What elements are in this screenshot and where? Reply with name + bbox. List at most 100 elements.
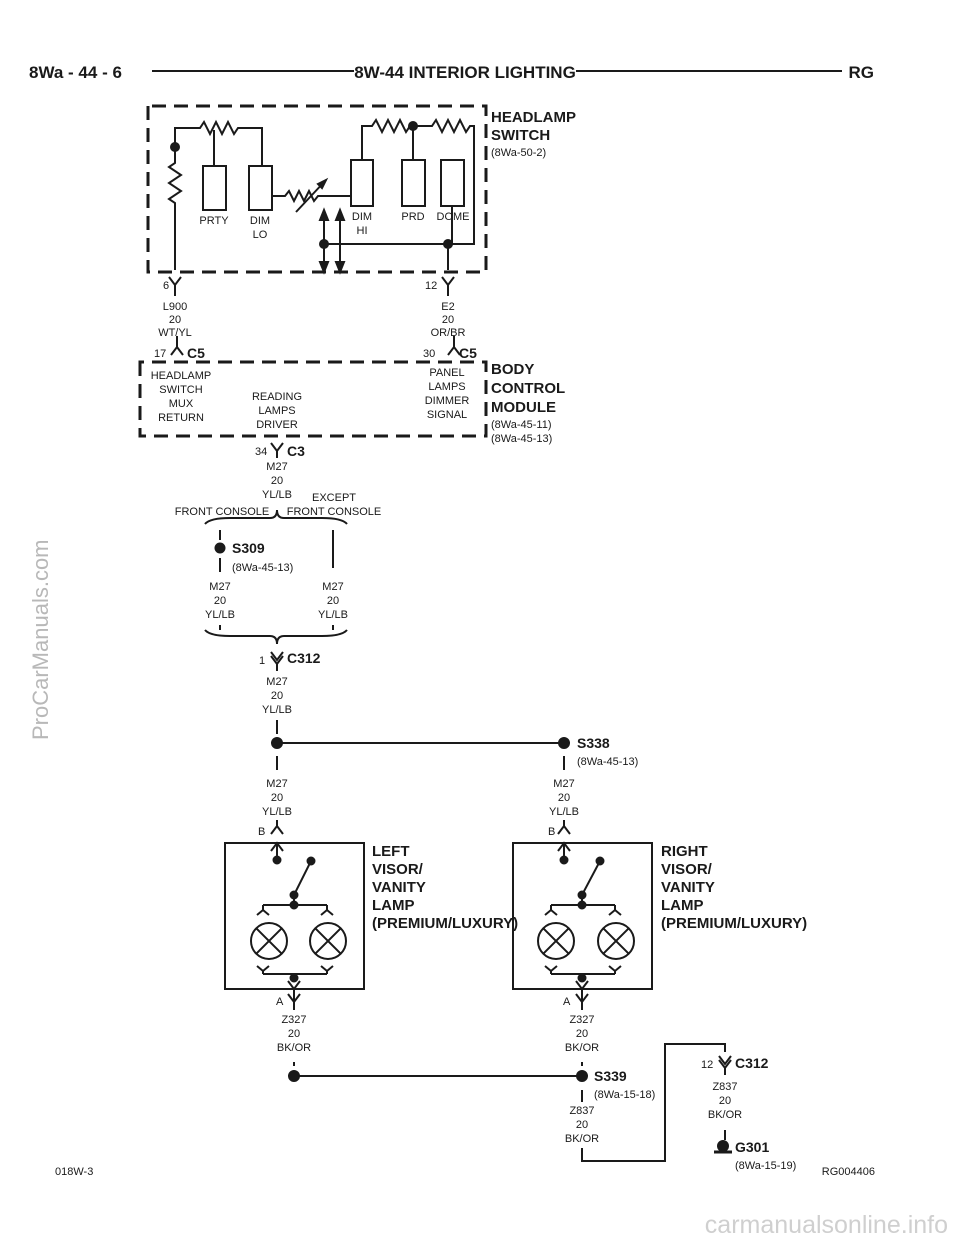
pin-17: 17 (154, 348, 166, 360)
header-title: 8W-44 INTERIOR LIGHTING (354, 63, 576, 82)
wire-m27-e-color: YL/LB (262, 806, 292, 818)
bcm-ref-1: (8Wa-45-11) (491, 419, 552, 431)
bcm-right-label-4: SIGNAL (427, 409, 467, 421)
wire-l900-code: L900 (163, 301, 187, 313)
pin-30: 30 (423, 348, 435, 360)
dim-lo-label-1: DIM (250, 215, 270, 227)
connector-c5-left: C5 (187, 345, 205, 361)
header-left: 8Wa - 44 - 6 (29, 63, 122, 82)
right-lamp-pin-a: A (563, 996, 571, 1008)
ground-g301-ref: (8Wa-15-19) (735, 1160, 796, 1172)
left-lamp-name-2: VISOR/ (372, 861, 424, 878)
bcm-ref-2: (8Wa-45-13) (491, 433, 552, 445)
connector-c3: C3 (287, 443, 305, 459)
wire-m27-e-gauge: 20 (271, 792, 283, 804)
splice-s339-ref: (8Wa-15-18) (594, 1089, 655, 1101)
connector-c5-right: C5 (459, 345, 477, 361)
prty-label: PRTY (199, 215, 229, 227)
bcm-name-1: BODY (491, 361, 534, 378)
bcm-mid-label-2: LAMPS (258, 405, 295, 417)
wire-z837-a-gauge: 20 (576, 1119, 588, 1131)
splice-s339: S339 (594, 1068, 627, 1084)
right-lamp-name-3: VANITY (661, 879, 715, 896)
bcm-left-label-4: RETURN (158, 412, 204, 424)
wire-m27-a-gauge: 20 (271, 475, 283, 487)
bottom-watermark: carmanualsonline.info (705, 1211, 948, 1239)
wire-z327-r-gauge: 20 (576, 1028, 588, 1040)
wire-m27-d-gauge: 20 (271, 690, 283, 702)
wire-z837-b-gauge: 20 (719, 1095, 731, 1107)
prd-label: PRD (401, 211, 424, 223)
left-lamp-name-5: (PREMIUM/LUXURY) (372, 915, 518, 932)
wire-z327-l-gauge: 20 (288, 1028, 300, 1040)
left-lamp-name-4: LAMP (372, 897, 415, 914)
bcm-right-label-3: DIMMER (425, 395, 470, 407)
wire-e2-gauge: 20 (442, 314, 454, 326)
bcm-name-2: CONTROL (491, 380, 565, 397)
left-lamp-name-3: VANITY (372, 879, 426, 896)
wire-z327-l-color: BK/OR (277, 1042, 311, 1054)
wire-m27-c-gauge: 20 (327, 595, 339, 607)
wire-z837-b-color: BK/OR (708, 1109, 742, 1121)
pin-1: 1 (259, 655, 265, 667)
wire-m27-f-color: YL/LB (549, 806, 579, 818)
left-lamp-pin-a: A (276, 996, 284, 1008)
wire-l900-color: WT/YL (158, 327, 192, 339)
footer-right-code: RG004406 (822, 1166, 875, 1178)
wire-m27-f-gauge: 20 (558, 792, 570, 804)
header-right: RG (849, 63, 875, 82)
wire-m27-a-color: YL/LB (262, 489, 292, 501)
left-lamp-name-1: LEFT (372, 843, 410, 860)
wire-z327-r-color: BK/OR (565, 1042, 599, 1054)
splice-s338: S338 (577, 735, 610, 751)
dim-lo-label-2: LO (253, 229, 268, 241)
wire-z327-l-code: Z327 (281, 1014, 306, 1026)
wire-z327-r-code: Z327 (569, 1014, 594, 1026)
pin-34: 34 (255, 446, 267, 458)
option-front-console: FRONT CONSOLE (175, 506, 270, 518)
dome-label: DOME (437, 211, 470, 223)
pin-6: 6 (163, 280, 169, 292)
splice-s309-ref: (8Wa-45-13) (232, 562, 293, 574)
wire-m27-f-code: M27 (553, 778, 574, 790)
bcm-mid-label-1: READING (252, 391, 302, 403)
splice-s309: S309 (232, 540, 265, 556)
bcm-mid-label-3: DRIVER (256, 419, 298, 431)
bcm-name-3: MODULE (491, 399, 556, 416)
side-watermark: ProCarManuals.com (28, 539, 53, 740)
bcm-right-label-2: LAMPS (428, 381, 465, 393)
dim-hi-label-1: DIM (352, 211, 372, 223)
right-lamp-pin-b: B (548, 826, 555, 838)
right-lamp-name-5: (PREMIUM/LUXURY) (661, 915, 807, 932)
wire-z837-b-code: Z837 (712, 1081, 737, 1093)
wire-m27-a-code: M27 (266, 461, 287, 473)
footer-left-code: 018W-3 (55, 1166, 93, 1178)
bcm-right-label-1: PANEL (429, 367, 464, 379)
bcm-left-label-3: MUX (169, 398, 194, 410)
wire-m27-d-code: M27 (266, 676, 287, 688)
dim-hi-label-2: HI (357, 225, 368, 237)
connector-c312-top: C312 (287, 650, 321, 666)
wire-m27-e-code: M27 (266, 778, 287, 790)
pin-12: 12 (425, 280, 437, 292)
wire-m27-b-gauge: 20 (214, 595, 226, 607)
option-except-1: EXCEPT (312, 492, 356, 504)
wire-m27-b-color: YL/LB (205, 609, 235, 621)
connector-c312-bottom: C312 (735, 1055, 769, 1071)
right-lamp-name-4: LAMP (661, 897, 704, 914)
wire-z837-a-color: BK/OR (565, 1133, 599, 1145)
pin-12-c312: 12 (701, 1059, 713, 1071)
right-lamp-name-2: VISOR/ (661, 861, 713, 878)
headlamp-switch-ref: (8Wa-50-2) (491, 147, 546, 159)
ground-g301: G301 (735, 1139, 769, 1155)
bcm-left-label-2: SWITCH (159, 384, 202, 396)
splice-s338-ref: (8Wa-45-13) (577, 756, 638, 768)
headlamp-switch-name-2: SWITCH (491, 127, 550, 144)
bcm-left-label-1: HEADLAMP (151, 370, 212, 382)
wire-m27-c-code: M27 (322, 581, 343, 593)
right-lamp-name-1: RIGHT (661, 843, 708, 860)
wire-m27-d-color: YL/LB (262, 704, 292, 716)
wire-m27-c-color: YL/LB (318, 609, 348, 621)
